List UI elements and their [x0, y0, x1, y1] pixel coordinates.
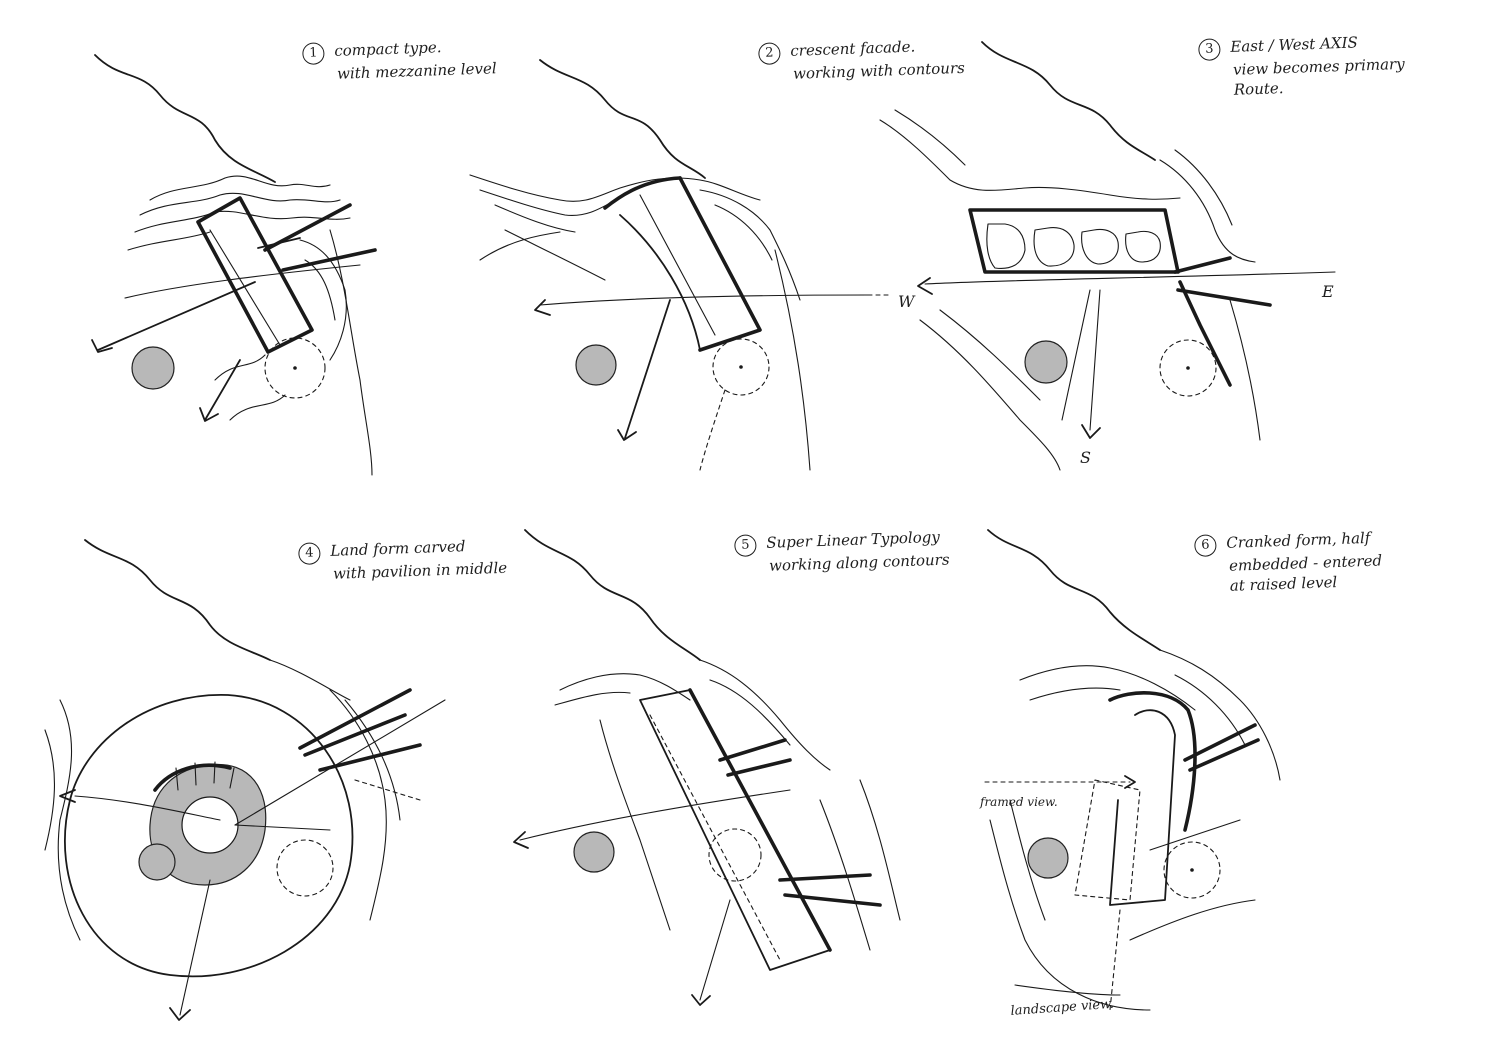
note-4-line-1: Land form carved — [330, 537, 466, 560]
sketch-number-5: 5 — [734, 534, 757, 557]
note-3-line-1: East / West AXIS — [1230, 33, 1359, 56]
compass-west-label: W — [898, 292, 915, 311]
note-1-line-1: compact type. — [334, 38, 442, 60]
compass-south-label: S — [1080, 448, 1091, 467]
sketch-2-crescent-facade — [469, 59, 891, 471]
note-5-line-1: Super Linear Typology — [766, 527, 941, 552]
framed-view-label: framed view. — [980, 795, 1058, 809]
sketch-number-6: 6 — [1194, 534, 1217, 557]
sketch-4-land-form-carved — [44, 539, 446, 1021]
sketch-number-4: 4 — [298, 542, 321, 565]
sketch-number-1: 1 — [302, 42, 325, 65]
note-2-line-1: crescent facade. — [790, 37, 916, 60]
note-6-line-1: Cranked form, half — [1226, 528, 1371, 552]
sketch-number-2: 2 — [758, 42, 781, 65]
compass-east-label: E — [1322, 282, 1334, 301]
sketch-3-east-west-axis — [879, 41, 1336, 471]
sketch-number-3: 3 — [1198, 38, 1221, 61]
sketch-5-super-linear — [513, 529, 901, 1006]
sketch-6-cranked-form — [984, 529, 1281, 1011]
sketch-1-compact-type — [91, 54, 377, 476]
